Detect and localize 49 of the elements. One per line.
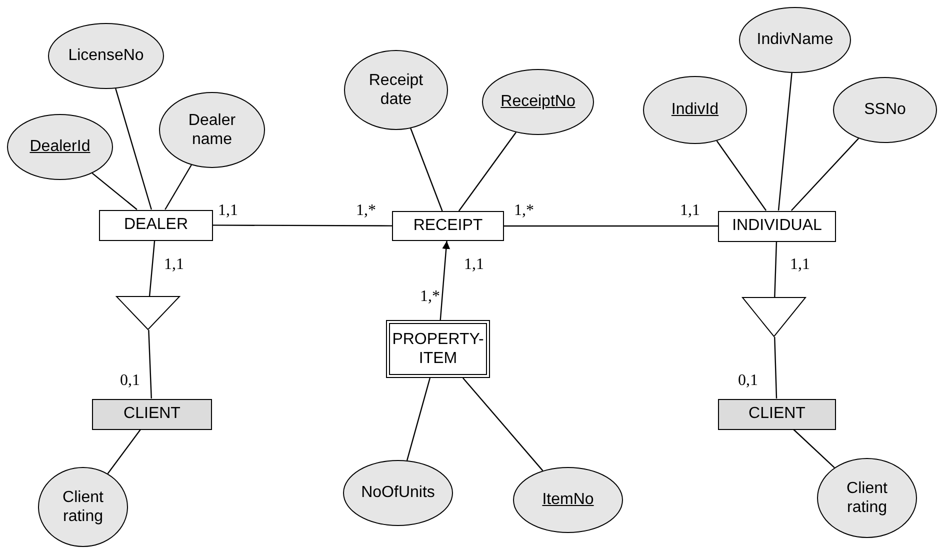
connector-line bbox=[716, 140, 767, 211]
connector-line bbox=[115, 88, 152, 210]
attribute-ellipse: LicenseNo bbox=[48, 23, 164, 89]
connector-line bbox=[148, 240, 156, 296]
attribute-ellipse: ReceiptNo bbox=[482, 69, 594, 135]
connector-line bbox=[791, 138, 859, 211]
entity-box: INDIVIDUAL bbox=[718, 210, 836, 242]
cardinality-label: 1,1 bbox=[164, 256, 184, 274]
cardinality-label: 0,1 bbox=[120, 372, 140, 390]
attribute-ellipse: IndivName bbox=[739, 7, 851, 73]
connector-line bbox=[107, 429, 141, 474]
cardinality-label: 1,* bbox=[356, 202, 376, 220]
connector-line bbox=[410, 128, 443, 212]
cardinality-label: 1,* bbox=[514, 202, 534, 220]
cardinality-label: 1,1 bbox=[464, 256, 484, 274]
connector-line bbox=[774, 336, 778, 399]
specialization-triangle bbox=[742, 297, 806, 337]
connector-line bbox=[462, 378, 544, 472]
specialization-triangle bbox=[116, 296, 180, 330]
attribute-ellipse: Client rating bbox=[38, 467, 128, 547]
connector-line bbox=[458, 132, 516, 212]
cardinality-label: 1,1 bbox=[218, 202, 238, 220]
connector-line bbox=[164, 164, 192, 210]
connector-line bbox=[778, 72, 792, 211]
entity-box: RECEIPT bbox=[392, 211, 504, 241]
attribute-ellipse: SSNo bbox=[833, 77, 937, 143]
weak-entity-box: PROPERTY-ITEM bbox=[386, 320, 490, 378]
attribute-ellipse: NoOfUnits bbox=[343, 460, 453, 526]
subtype-entity-box: CLIENT bbox=[718, 398, 836, 430]
attribute-ellipse: Client rating bbox=[817, 458, 917, 538]
connector-line bbox=[92, 172, 138, 210]
arrow bbox=[440, 240, 450, 320]
connector-line bbox=[774, 241, 778, 298]
attribute-ellipse: IndivId bbox=[643, 76, 747, 144]
attribute-ellipse: Receipt date bbox=[344, 50, 448, 130]
cardinality-label: 0,1 bbox=[738, 372, 758, 390]
connector-line bbox=[213, 224, 392, 226]
cardinality-label: 1,1 bbox=[680, 202, 700, 220]
cardinality-label: 1,* bbox=[420, 288, 440, 306]
entity-box: DEALER bbox=[99, 210, 213, 240]
cardinality-label: 1,1 bbox=[790, 256, 810, 274]
connector-line bbox=[406, 378, 431, 461]
attribute-ellipse: Dealer name bbox=[159, 92, 265, 168]
attribute-ellipse: ItemNo bbox=[513, 467, 623, 533]
connector-line bbox=[793, 429, 835, 468]
connector-line bbox=[504, 225, 718, 227]
attribute-ellipse: DealerId bbox=[7, 114, 113, 180]
connector-line bbox=[148, 330, 152, 399]
subtype-entity-box: CLIENT bbox=[92, 398, 212, 430]
